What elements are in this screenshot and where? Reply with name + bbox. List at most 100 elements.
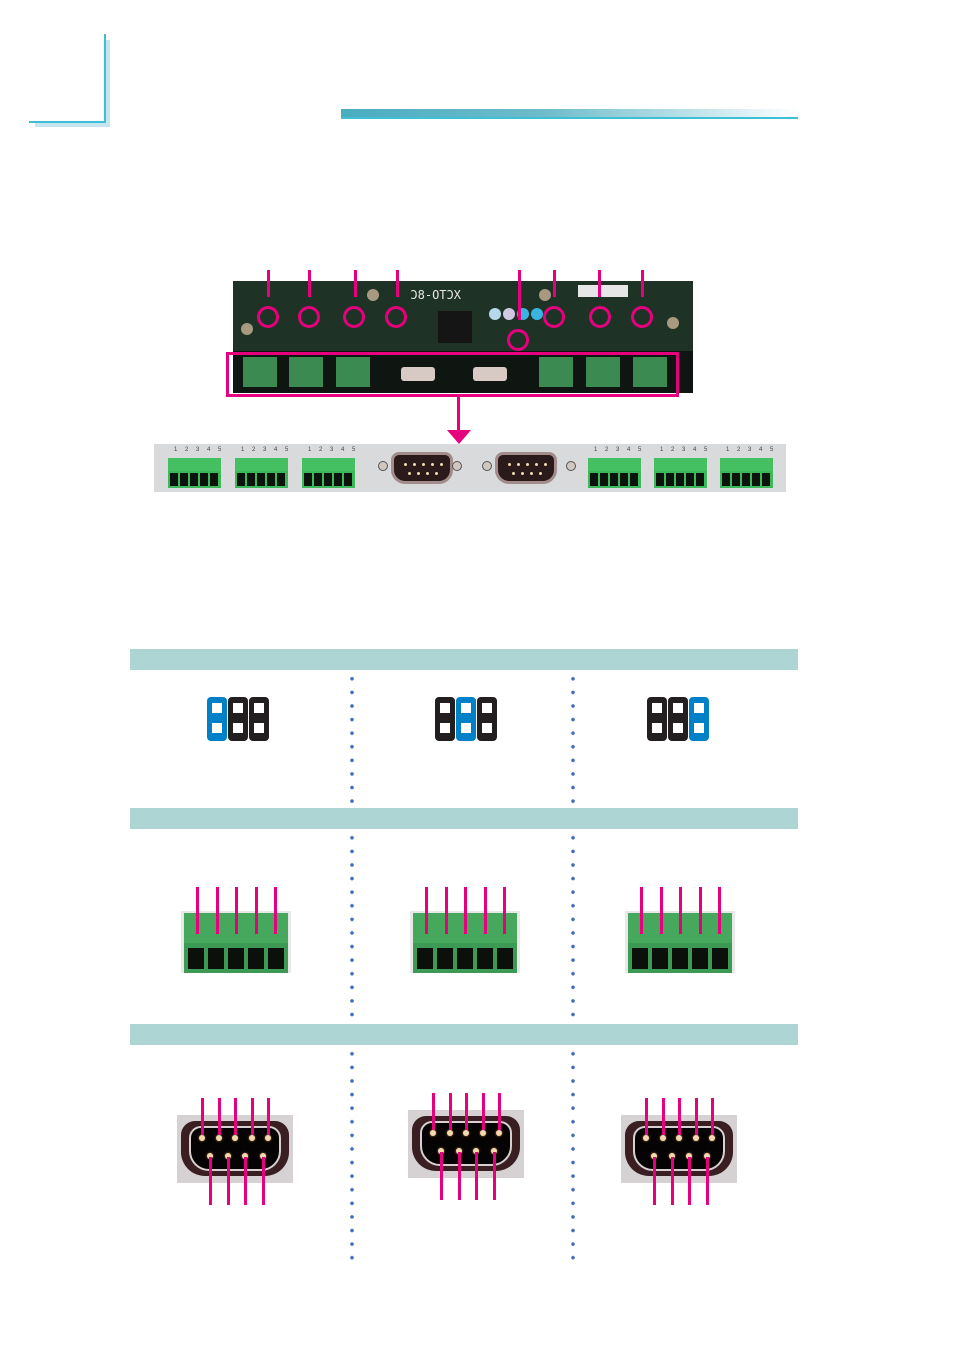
terminal-hole [188, 948, 204, 969]
db9-pin [651, 1153, 657, 1159]
callout-line [518, 270, 521, 320]
db9-pin [199, 1135, 205, 1141]
pin-callout-line [215, 887, 219, 934]
pin-callout-line [492, 1152, 496, 1200]
section-header-bar [130, 649, 798, 670]
terminal-hole [268, 948, 284, 969]
terminal-block-5pin [181, 911, 291, 973]
pin-square [233, 703, 243, 713]
terminal-hole [497, 948, 513, 969]
pin-callout-line [705, 1157, 709, 1205]
db9-pin [692, 1135, 699, 1141]
board-illustration: XCTO-8C [233, 281, 693, 393]
board-photo: XCTO-8C [233, 270, 693, 393]
pin-square [233, 723, 243, 733]
pin-callout-line [432, 1093, 435, 1130]
db9-pin [659, 1135, 666, 1141]
pin-callout-line [640, 887, 643, 934]
jumper-pin-pair [228, 697, 248, 741]
io-panel-closeup: 1 2 3 4 5 1 2 3 4 5 1 2 3 4 5 1 2 3 4 5 … [154, 444, 786, 492]
db9-connector [408, 1110, 524, 1178]
column-divider [571, 831, 575, 1024]
callout-line [308, 270, 311, 297]
callout-circle [543, 306, 565, 328]
board-terminal-blocks [243, 357, 667, 387]
callout-circle [298, 306, 320, 328]
pin-callout-line [679, 887, 682, 934]
pin-callout-line [196, 887, 199, 934]
pin-callout-line [475, 1152, 478, 1200]
db9-pin [496, 1130, 502, 1136]
terminal-block [654, 458, 707, 488]
pin-callout-line [653, 1157, 656, 1205]
pin-number-label: 1 2 3 4 5 [594, 447, 645, 453]
db9-pin [232, 1135, 238, 1141]
pin-callout-line [661, 1098, 665, 1135]
pin-callout-line [254, 887, 258, 934]
pin-callout-line [659, 887, 663, 934]
db9-pin [473, 1148, 479, 1154]
callout-line [354, 270, 357, 297]
callout-circle [385, 306, 407, 328]
pin-square [673, 703, 683, 713]
pin-callout-line [274, 887, 277, 934]
terminal-hole [692, 948, 708, 969]
jumper-setting-diagram [207, 697, 270, 741]
db9-pin [224, 1153, 231, 1159]
pin-square [461, 723, 471, 733]
terminal-block [235, 458, 288, 488]
db9-pin [446, 1130, 453, 1136]
screw-icon [482, 461, 492, 471]
pin-callout-line [645, 1098, 648, 1135]
pin-square [461, 703, 471, 713]
pin-square [652, 703, 662, 713]
pin-callout-line [250, 1098, 254, 1135]
terminal-block [588, 458, 641, 488]
pin-callout-line [425, 887, 428, 934]
db9-pin [479, 1130, 486, 1136]
pin-callout-line [457, 1152, 461, 1200]
pin-callout-line [464, 887, 467, 934]
jumper-setting-diagram [435, 697, 498, 741]
jumper-cap-on [207, 697, 227, 741]
pin-callout-line [448, 1093, 452, 1130]
db9-pin [703, 1153, 710, 1159]
pin-callout-line [217, 1098, 221, 1135]
screw-icon [566, 461, 576, 471]
terminal-hole [477, 948, 493, 969]
db9-pin [668, 1153, 675, 1159]
db9-pin [242, 1153, 248, 1159]
pin-callout-line [209, 1157, 212, 1205]
terminal-hole [712, 948, 728, 969]
pin-callout-line [201, 1098, 204, 1135]
pin-square [694, 723, 704, 733]
db9-pin [430, 1130, 436, 1136]
arrow-shaft [457, 397, 460, 431]
terminal-hole [672, 948, 688, 969]
callout-circle [343, 306, 365, 328]
db9-pin [676, 1135, 682, 1141]
pin-square [694, 703, 704, 713]
corner-decoration [29, 34, 106, 123]
arrow-down-icon [447, 430, 471, 444]
callout-line [641, 270, 644, 297]
db9-pin [643, 1135, 649, 1141]
screw-icon [452, 461, 462, 471]
main-chip [438, 311, 472, 343]
pin-square [440, 703, 450, 713]
db9-pin [265, 1135, 271, 1141]
connector-highlight-box [226, 352, 679, 397]
jumper-setting-diagram [647, 697, 710, 741]
pin-square [440, 723, 450, 733]
pin-callout-line [444, 887, 448, 934]
column-divider [350, 672, 354, 808]
terminal-hole [208, 948, 224, 969]
db9-pin [686, 1153, 692, 1159]
jumper-cap-on [456, 697, 476, 741]
section-header-bar [130, 1024, 798, 1045]
callout-circle [589, 306, 611, 328]
column-divider [571, 672, 575, 808]
jumper-cap-on [689, 697, 709, 741]
db9-connector [495, 452, 557, 484]
column-divider [350, 831, 354, 1024]
